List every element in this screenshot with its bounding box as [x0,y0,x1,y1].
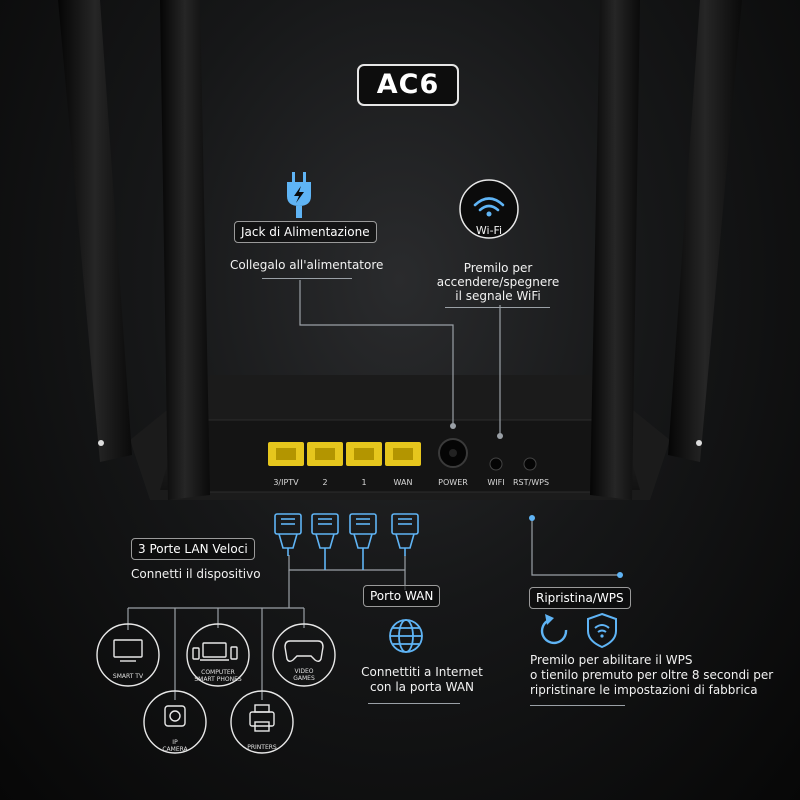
port-label-wifi: WIFI [487,478,505,487]
printers-icon [230,690,294,754]
port-label-wan: WAN [393,478,413,487]
rst-desc-line-1: Premilo per abilitare il WPS [530,653,693,667]
computer-smartphones-icon [186,623,250,687]
wifi-button-hole [489,457,503,471]
video-games-icon [272,623,336,687]
port-label-rst-wps: RST/WPS [512,478,550,487]
port-label-2: 2 [322,478,328,487]
wifi-desc-line-3: il segnale WiFi [455,289,541,303]
wan-desc-line-1: Connettiti a Internet [361,665,483,679]
wan-desc-line-2: con la porta WAN [369,680,475,694]
port-label-1: 1 [361,478,367,487]
wifi-icon [459,179,519,239]
reset-icon [540,614,568,645]
power-plug-icon [287,172,311,218]
globe-icon [389,619,423,653]
antenna-left-inner [160,0,210,500]
device-label-smart-tv: SMART TV [112,673,144,680]
device-label-printers: PRINTERS [247,744,277,751]
wifi-desc-line-2: accendere/spegnere [436,275,560,289]
ethernet-ports [268,442,421,466]
wan-title: Porto WAN [363,585,441,607]
lan-desc: Connetti il dispositivo [131,567,261,581]
antenna-right-inner [590,0,640,500]
port-label-3-iptv: 3/IPTV [273,478,299,487]
ethernet-cable-icons [274,513,419,570]
wifi-icon-label: Wi-Fi [475,224,503,237]
rst-title: Ripristina/WPS [529,587,631,609]
power-jack-desc: Collegalo all'alimentatore [230,258,384,272]
ip-camera-icon [143,690,207,754]
antenna-right-outer [668,0,742,462]
wifi-desc-line-1: Premilo per [463,261,533,275]
smart-tv-icon [96,623,160,687]
wps-shield-icon [587,612,617,649]
antenna-left-outer [58,0,132,462]
port-label-power: POWER [438,478,468,487]
rst-button-hole [523,457,537,471]
lan-title: 3 Porte LAN Veloci [131,538,255,560]
rst-desc-line-2: o tienilo premuto per oltre 8 secondi pe… [530,668,774,682]
rst-desc-line-3: ripristinare le impostazioni di fabbrica [530,683,758,697]
model-badge: AC6 [357,64,459,106]
power-jack-title: Jack di Alimentazione [234,221,377,243]
